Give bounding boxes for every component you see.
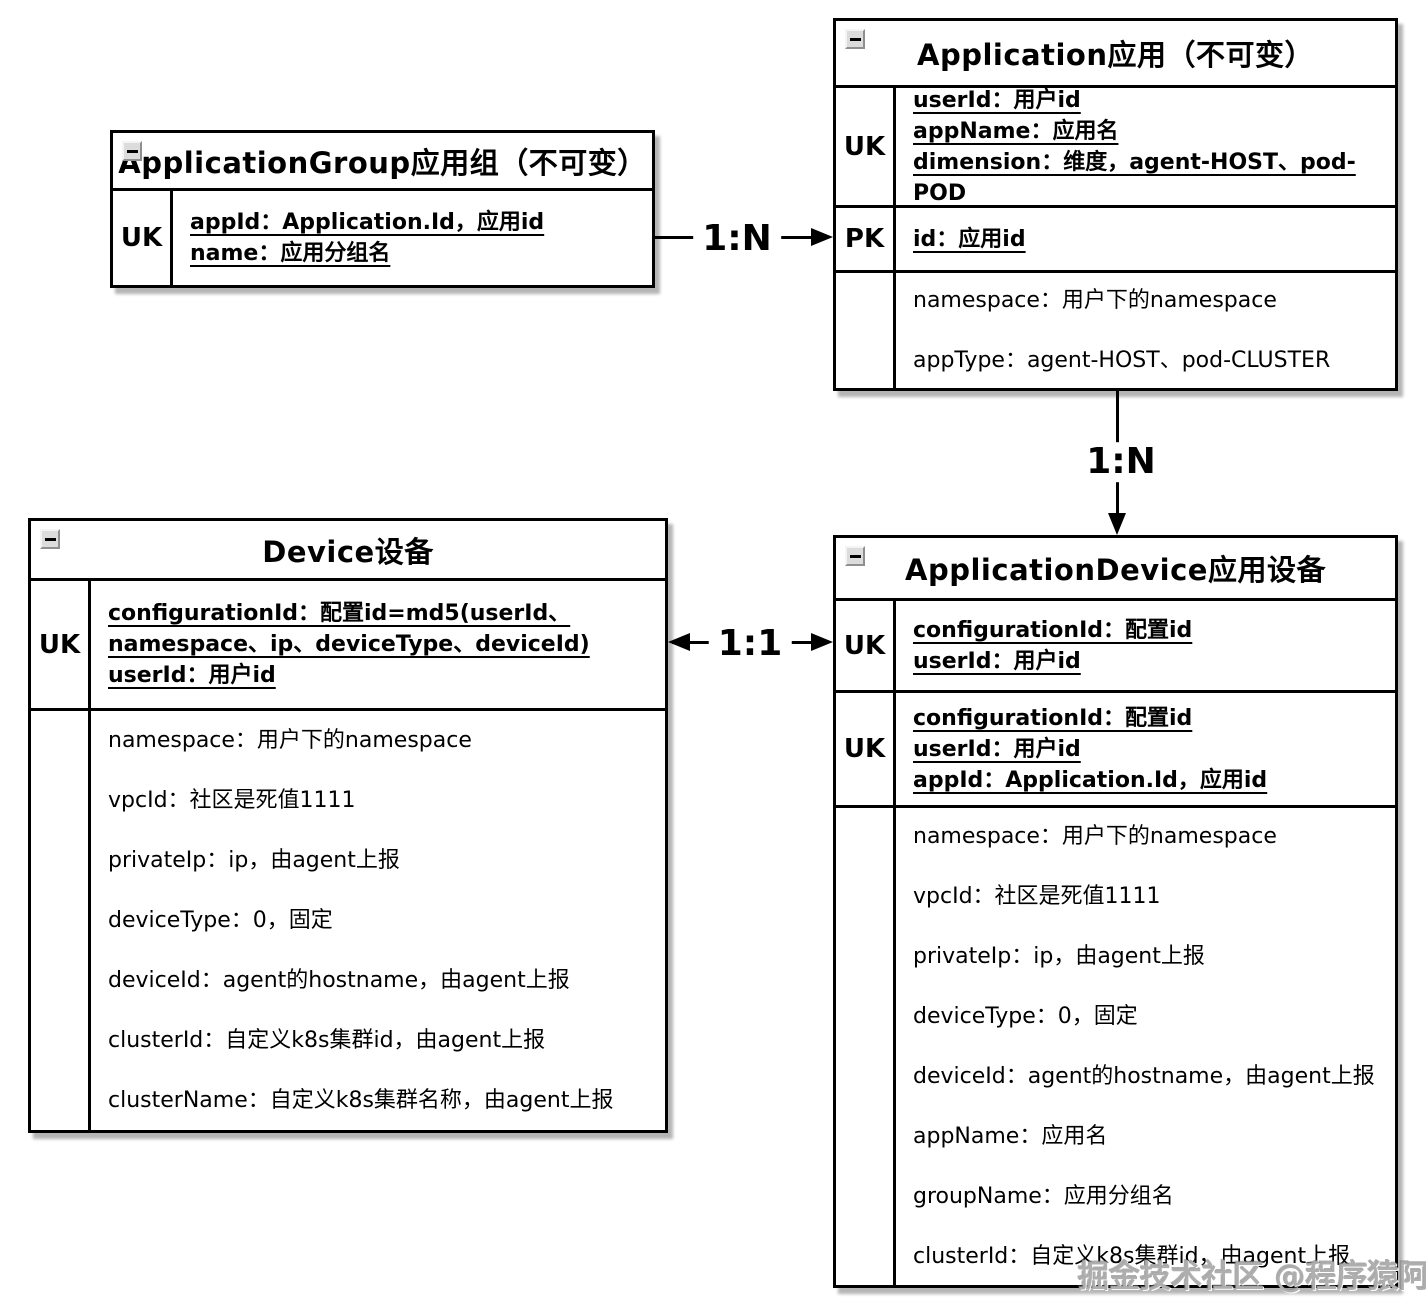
watermark-text: 掘金技术社区 @程序猿阿越 — [1078, 1259, 1426, 1295]
attribute-line: appType：agent-HOST、pod-CLUSTER — [913, 347, 1331, 373]
collapse-icon[interactable] — [845, 546, 865, 566]
arrow-right-icon — [811, 228, 833, 246]
key-label: PK — [836, 208, 896, 270]
table-title: ApplicationDevice应用设备 — [905, 553, 1326, 587]
attribute-line: namespace：用户下的namespace — [108, 727, 472, 753]
collapse-icon[interactable] — [845, 29, 865, 49]
entity-table-application: Application应用（不可变） UK userId：用户id appNam… — [833, 18, 1398, 391]
attribute-line: vpcId：社区是死值1111 — [108, 787, 356, 813]
attributes-section: namespace：用户下的namespace vpcId：社区是死值1111 … — [836, 805, 1395, 1285]
arrow-down-icon — [1108, 513, 1126, 535]
entity-table-device: Device设备 UK configurationId：配置id=md5(use… — [28, 518, 668, 1133]
key-label — [31, 711, 91, 1130]
minus-icon — [849, 554, 861, 558]
entity-table-applicationgroup: ApplicationGroup应用组（不可变） UK appId：Applic… — [110, 130, 655, 288]
uk-section: UK configurationId：配置id userId：用户id appI… — [836, 690, 1395, 805]
attribute-line: appName：应用名 — [913, 118, 1119, 144]
attribute-line: userId：用户id — [108, 663, 276, 688]
arrow-left-icon — [668, 633, 690, 651]
attribute-line: namespace：用户下的namespace — [913, 287, 1277, 313]
attribute-line: configurationId：配置id — [913, 705, 1193, 731]
pk-section: PK id：应用id — [836, 205, 1395, 270]
attribute-line: privateIp：ip，由agent上报 — [108, 847, 400, 873]
attribute-line: clusterName：自定义k8s集群名称，由agent上报 — [108, 1087, 614, 1113]
minus-icon — [126, 149, 138, 153]
arrow-right-icon — [811, 633, 833, 651]
key-label: UK — [836, 693, 896, 805]
cardinality-label: 1:1 — [708, 624, 792, 664]
key-label — [836, 273, 896, 388]
table-header: Device设备 — [31, 521, 665, 578]
attribute-line: dimension：维度，agent-HOST、pod-POD — [913, 149, 1356, 206]
attribute-line: appId：Application.Id，应用id — [913, 767, 1268, 793]
uk-section: UK appId：Application.Id，应用id name：应用分组名 — [113, 188, 652, 285]
uk-section: UK userId：用户id appName：应用名 dimension：维度，… — [836, 85, 1395, 206]
key-label: UK — [31, 581, 91, 708]
key-label: UK — [836, 88, 896, 205]
attribute-line: clusterId：自定义k8s集群id，由agent上报 — [913, 1243, 1351, 1269]
attribute-line: configurationId：配置id=md5(userId、 — [108, 601, 571, 626]
attribute-line: id：应用id — [913, 226, 1026, 252]
table-title: Application应用（不可变） — [917, 38, 1314, 72]
table-title: Device设备 — [262, 534, 434, 569]
attribute-line: appName：应用名 — [913, 1123, 1108, 1149]
attribute-line: clusterId：自定义k8s集群id，由agent上报 — [108, 1027, 546, 1053]
uk-section: UK configurationId：配置id userId：用户id — [836, 598, 1395, 690]
table-title: ApplicationGroup应用组（不可变） — [118, 145, 647, 180]
attributes-section: namespace：用户下的namespace appType：agent-HO… — [836, 270, 1395, 388]
attribute-line: vpcId：社区是死值1111 — [913, 883, 1161, 909]
entity-table-applicationdevice: ApplicationDevice应用设备 UK configurationId… — [833, 535, 1398, 1288]
attribute-line: namespace、ip、deviceType、deviceId) — [108, 632, 590, 657]
table-header: Application应用（不可变） — [836, 21, 1395, 85]
attribute-line: deviceId：agent的hostname，由agent上报 — [913, 1063, 1375, 1089]
attribute-line: configurationId：配置id — [913, 617, 1193, 643]
key-label: UK — [113, 191, 173, 285]
attribute-line: userId：用户id — [913, 736, 1081, 762]
key-label: UK — [836, 601, 896, 690]
minus-icon — [44, 537, 56, 541]
table-header: ApplicationGroup应用组（不可变） — [113, 133, 652, 188]
attribute-line: userId：用户id — [913, 87, 1081, 113]
attribute-line: name：应用分组名 — [190, 241, 391, 266]
attribute-line: appId：Application.Id，应用id — [190, 210, 545, 235]
cardinality-label: 1:N — [693, 219, 781, 259]
table-header: ApplicationDevice应用设备 — [836, 538, 1395, 598]
attribute-line: userId：用户id — [913, 648, 1081, 674]
attribute-line: deviceId：agent的hostname，由agent上报 — [108, 967, 570, 993]
attribute-line: namespace：用户下的namespace — [913, 823, 1277, 849]
attribute-line: groupName：应用分组名 — [913, 1183, 1174, 1209]
minus-icon — [849, 37, 861, 41]
attribute-line: deviceType：0，固定 — [913, 1003, 1138, 1029]
uk-section: UK configurationId：配置id=md5(userId、 name… — [31, 578, 665, 708]
attribute-line: privateIp：ip，由agent上报 — [913, 943, 1205, 969]
cardinality-label: 1:N — [1077, 442, 1165, 482]
collapse-icon[interactable] — [122, 141, 142, 161]
collapse-icon[interactable] — [40, 529, 60, 549]
attribute-line: deviceType：0，固定 — [108, 907, 333, 933]
attributes-section: namespace：用户下的namespace vpcId：社区是死值1111 … — [31, 708, 665, 1130]
key-label — [836, 808, 896, 1285]
